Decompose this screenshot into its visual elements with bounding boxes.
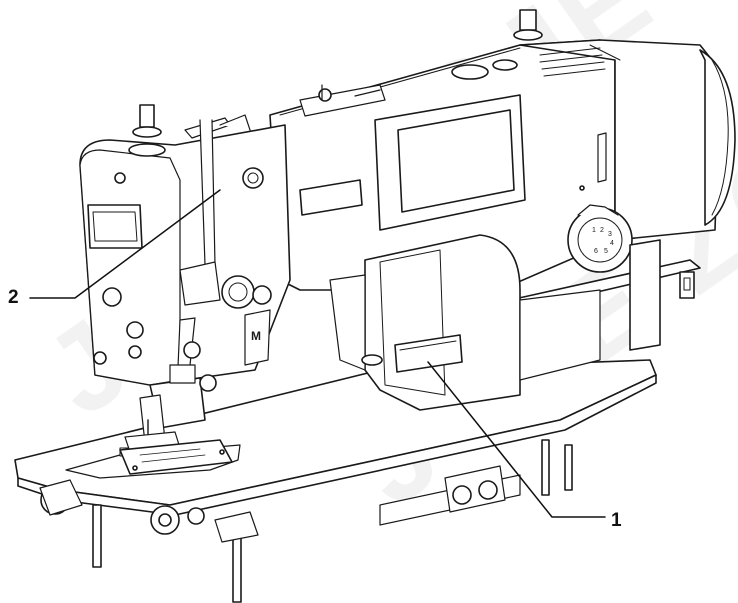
svg-text:3: 3 [608,231,612,238]
svg-text:6: 6 [594,248,598,255]
svg-text:5: 5 [604,248,608,255]
svg-text:4: 4 [610,240,614,247]
callout-label-2: 2 [8,287,19,308]
callout-leaders [29,189,606,518]
machine-head: M [79,104,291,386]
leader-line-1 [427,361,606,518]
machine-column [329,234,601,411]
table-legs [92,439,573,603]
control-panel [299,94,607,231]
svg-text:1: 1 [592,227,596,234]
callout-label-1: 1 [611,510,622,531]
svg-text:M: M [251,329,261,343]
bed-front-details [39,479,259,543]
svg-text:2: 2 [600,227,604,234]
leader-line-2 [29,189,221,299]
machine-table [14,359,657,516]
needle-assembly [119,341,233,475]
